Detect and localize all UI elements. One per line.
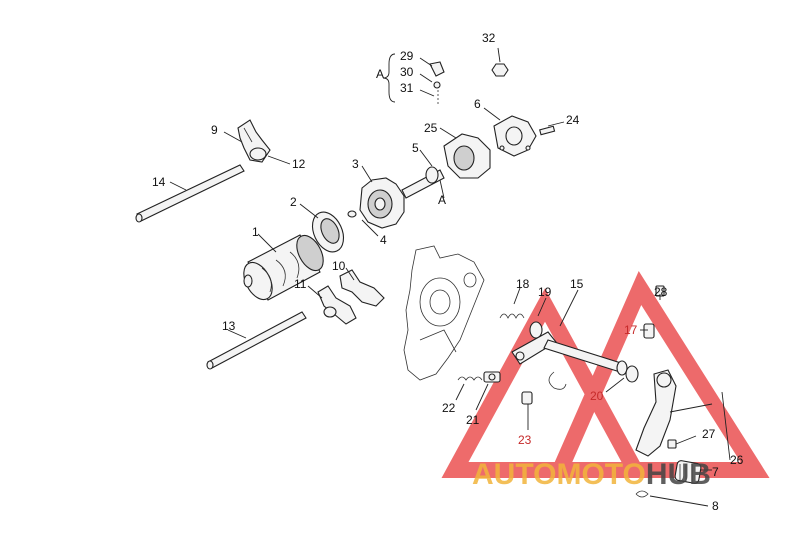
callout-19: 19 <box>538 285 552 299</box>
pedal-rubber-7 <box>674 460 702 484</box>
callout-3: 3 <box>352 157 359 171</box>
watermark-triangle-right <box>547 271 770 478</box>
callout-1: 1 <box>252 225 259 239</box>
collar-19 <box>529 321 543 339</box>
callout-10: 10 <box>332 259 346 273</box>
bolt-17 <box>643 323 655 339</box>
callout-15: 15 <box>570 277 584 291</box>
shift-fork-11 <box>317 285 357 325</box>
watermark-wordmark: AUTOMOTOHUB <box>472 458 711 491</box>
callout-30: 30 <box>400 65 414 79</box>
stopper-21 <box>483 371 501 383</box>
callout-4: 4 <box>380 233 387 247</box>
watermark-triangle-left <box>441 288 649 478</box>
nut-32 <box>491 63 509 77</box>
callout-labels: 1 2 3 4 5 6 8 9 10 11 12 13 14 15 17 18 … <box>152 31 744 513</box>
callout-6: 6 <box>474 97 481 111</box>
shift-fork-9 <box>237 119 271 163</box>
callout-9: 9 <box>211 123 218 137</box>
bolt-23 <box>521 391 533 405</box>
spring-22 <box>457 376 483 381</box>
watermark-text: AUTOMOTOHUB <box>472 458 711 491</box>
callout-8: 8 <box>712 499 719 513</box>
bearing-2 <box>311 211 345 253</box>
callout-11: 11 <box>294 277 307 291</box>
plate-6 <box>493 115 537 157</box>
group-label-a-bracket: A <box>376 67 384 81</box>
oil-seal-20 <box>625 365 639 383</box>
pin-8 <box>635 490 649 498</box>
callout-21: 21 <box>466 413 480 427</box>
circlip <box>548 371 567 390</box>
crankcase-section <box>403 245 485 381</box>
callout-14: 14 <box>152 175 166 189</box>
callout-25: 25 <box>424 121 438 135</box>
callout-29: 29 <box>400 49 414 63</box>
gear-sector-25 <box>443 133 491 179</box>
fork-shaft-14 <box>135 164 245 223</box>
callout-13: 13 <box>222 319 236 333</box>
shift-fork-10 <box>339 269 385 307</box>
callout-12: 12 <box>292 157 306 171</box>
callout-24: 24 <box>566 113 580 127</box>
group-label-a-detail: A <box>438 193 446 207</box>
callout-32: 32 <box>482 31 496 45</box>
callout-27: 27 <box>702 427 716 441</box>
dowel-pin-4 <box>347 210 357 218</box>
shift-shaft-15 <box>511 331 628 376</box>
screw-24 <box>539 125 556 136</box>
bolt-27 <box>667 439 677 449</box>
callout-17: 17 <box>624 323 638 337</box>
callout-31: 31 <box>400 81 414 95</box>
callout-20: 20 <box>590 389 604 403</box>
callout-5: 5 <box>412 141 419 155</box>
callout-18: 18 <box>516 277 530 291</box>
leader-lines <box>169 47 731 507</box>
watermark-text-dark: HUB <box>646 458 711 491</box>
shift-drum-1 <box>243 234 324 301</box>
shift-shaft-5 <box>401 166 445 199</box>
callout-7: 7 <box>712 465 719 479</box>
callout-2: 2 <box>290 195 297 209</box>
detent-parts-29-31 <box>429 61 445 104</box>
fork-shaft-13 <box>206 311 307 370</box>
callout-23: 23 <box>518 433 532 447</box>
watermark-text-red: AUTOMOTO <box>472 458 646 491</box>
spring-18 <box>499 313 525 319</box>
callout-28: 28 <box>654 285 668 299</box>
callout-26: 26 <box>730 453 744 467</box>
watermark-logo <box>441 271 770 478</box>
star-cam-3 <box>359 177 405 229</box>
shift-lever-26 <box>635 369 677 457</box>
callout-22: 22 <box>442 401 456 415</box>
